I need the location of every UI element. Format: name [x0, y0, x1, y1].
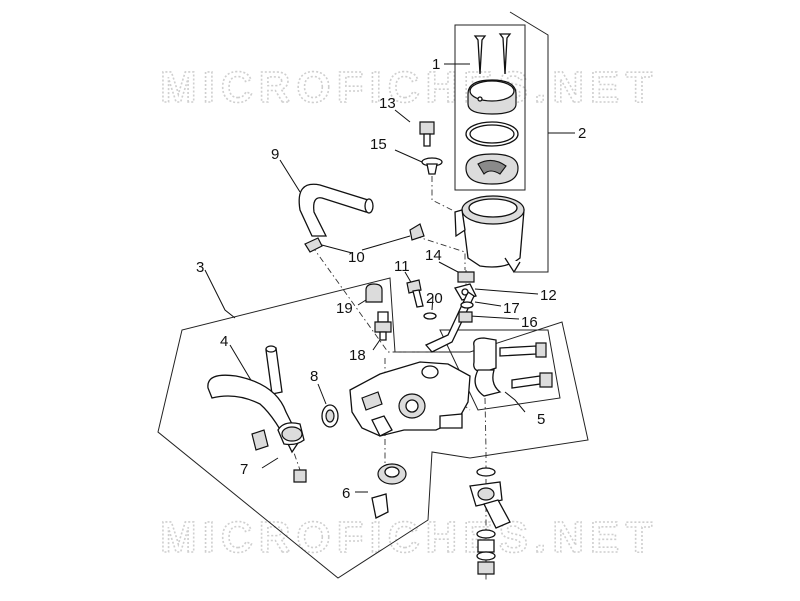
- callout-2: 2: [578, 125, 586, 142]
- part-2-reservoir-cap: [465, 79, 519, 185]
- reservoir-body: [454, 195, 525, 274]
- callout-numbers: 1 2 3 4 5 6 7 8 9 10 11 12 13 14 15 16 1…: [196, 56, 586, 502]
- callout-11: 11: [394, 258, 410, 275]
- part-11-screw: [406, 279, 424, 308]
- part-5-clamp-bolts: [473, 337, 553, 397]
- callout-18: 18: [349, 347, 366, 364]
- callout-5: 5: [537, 411, 545, 428]
- callout-7: 7: [240, 461, 248, 478]
- callout-4: 4: [220, 333, 228, 350]
- part-13-bolt: [419, 121, 435, 147]
- part-17-washer: [460, 301, 474, 309]
- callout-15: 15: [370, 136, 387, 153]
- callout-14: 14: [425, 247, 442, 264]
- callout-8: 8: [310, 368, 318, 385]
- part-10-clips: [304, 223, 425, 253]
- callout-13: 13: [379, 95, 396, 112]
- callout-3: 3: [196, 259, 204, 276]
- callout-12: 12: [540, 287, 557, 304]
- part-19-cap: [365, 283, 383, 303]
- part-6-bushing: [371, 463, 407, 519]
- part-20-washer: [423, 312, 437, 320]
- callout-19: 19: [336, 300, 353, 317]
- master-cylinder-frame: [157, 277, 589, 579]
- part-8-boot: [321, 404, 339, 428]
- callout-17: 17: [503, 300, 520, 317]
- part-9-hose: [298, 183, 374, 237]
- part-1-screws: [473, 33, 512, 75]
- banjo-bolt-assembly: [469, 467, 511, 575]
- watermark-bottom: MICROFICHES.NET: [160, 513, 658, 562]
- part-15-washer: [421, 157, 443, 175]
- part-18-bleed-nipple: [374, 311, 392, 341]
- callout-1: 1: [432, 56, 440, 73]
- callout-20: 20: [426, 290, 443, 307]
- part-14-nut: [457, 271, 475, 283]
- master-cylinder-body: [349, 361, 471, 437]
- callout-6: 6: [342, 485, 350, 502]
- part-7-nut: [293, 469, 307, 483]
- watermark-top: MICROFICHES.NET: [160, 63, 658, 112]
- reservoir-cap-frame: [454, 24, 526, 191]
- part-4-lever: [207, 345, 305, 454]
- callout-16: 16: [521, 314, 538, 331]
- callout-10: 10: [348, 249, 365, 266]
- part-16-nut: [458, 311, 473, 323]
- reservoir-outer-frame: [509, 11, 549, 273]
- callout-9: 9: [271, 146, 279, 163]
